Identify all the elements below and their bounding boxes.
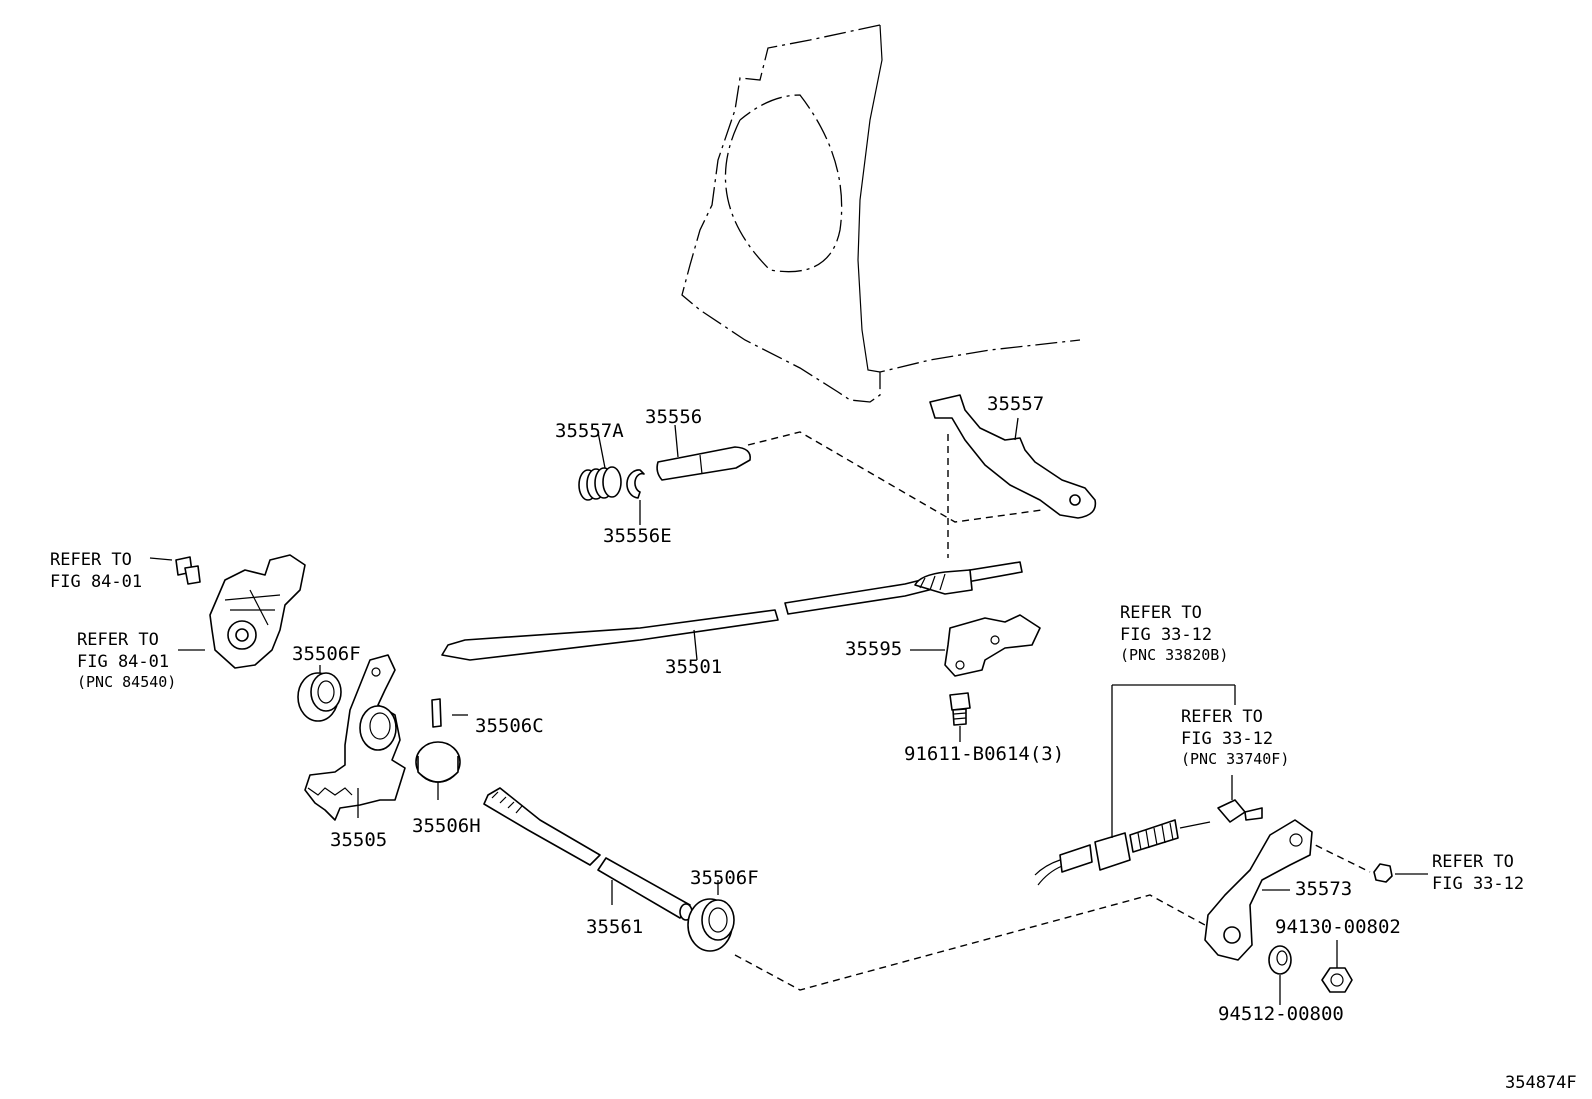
ref-84-01-bolt-line1: REFER TO — [50, 550, 132, 570]
collar-35506h — [415, 741, 461, 800]
figure-code: 354874F — [1505, 1073, 1577, 1093]
part-labels: 35557A 35556 35556E 35557 35501 35595 91… — [292, 393, 1401, 1025]
ref-33-12-nut-line1: REFER TO — [1432, 852, 1514, 872]
spring-35557a — [578, 431, 622, 501]
bolt-91611 — [949, 692, 971, 742]
label-35506f-bottom: 35506F — [690, 867, 759, 889]
ref-33-12-cable-line1: REFER TO — [1120, 603, 1202, 623]
ref-84-01-switch-line2: FIG 84-01 — [77, 652, 169, 672]
oil-seal-35506f-bottom — [687, 880, 735, 952]
nut-ref-33-12 — [1373, 863, 1428, 883]
ref-84-01-switch-pnc: (PNC 84540) — [77, 673, 176, 691]
label-35556e: 35556E — [603, 525, 672, 547]
ref-33-12-cable-pnc: (PNC 33820B) — [1120, 646, 1228, 664]
ref-33-12-cable-line2: FIG 33-12 — [1120, 625, 1212, 645]
pin-35556 — [656, 424, 752, 481]
label-35506h: 35506H — [412, 815, 481, 837]
label-35501: 35501 — [665, 656, 722, 678]
oil-seal-35506f-top — [297, 665, 342, 722]
washer-94512 — [1268, 945, 1292, 1005]
ref-33-12-end-line1: REFER TO — [1181, 707, 1263, 727]
label-35573: 35573 — [1295, 878, 1352, 900]
rod-35501 — [441, 561, 1023, 661]
label-35557a: 35557A — [555, 420, 624, 442]
transmission-housing-outline — [681, 24, 1081, 403]
reference-notes: REFER TO FIG 84-01 REFER TO FIG 84-01 (P… — [50, 550, 1524, 894]
label-94130: 94130-00802 — [1275, 916, 1401, 938]
ref-84-01-bolt-line2: FIG 84-01 — [50, 572, 142, 592]
shaft-35561 — [483, 787, 693, 921]
pin-35506c — [431, 698, 468, 728]
ref-33-12-end-line2: FIG 33-12 — [1181, 729, 1273, 749]
ref-84-01-switch-line1: REFER TO — [77, 630, 159, 650]
shift-cable — [1034, 684, 1236, 886]
label-94512: 94512-00800 — [1218, 1003, 1344, 1025]
bracket-35595 — [910, 614, 1041, 677]
lever-35557 — [929, 394, 1097, 519]
relation-lines — [734, 431, 1371, 991]
label-35595: 35595 — [845, 638, 902, 660]
label-35506c: 35506C — [475, 715, 544, 737]
label-35506f-top: 35506F — [292, 643, 361, 665]
ref-33-12-end-pnc: (PNC 33740F) — [1181, 750, 1289, 768]
lever-35505 — [304, 654, 406, 821]
nut-94130 — [1321, 940, 1353, 993]
label-91611: 91611-B0614(3) — [904, 743, 1064, 765]
cable-end — [1217, 775, 1263, 823]
label-35505: 35505 — [330, 829, 387, 851]
clip-35556e — [626, 469, 645, 525]
neutral-start-switch — [149, 554, 306, 669]
label-35556: 35556 — [645, 406, 702, 428]
label-35561: 35561 — [586, 916, 643, 938]
ref-33-12-nut-line2: FIG 33-12 — [1432, 874, 1524, 894]
label-35557: 35557 — [987, 393, 1044, 415]
lever-35573 — [1204, 819, 1313, 961]
